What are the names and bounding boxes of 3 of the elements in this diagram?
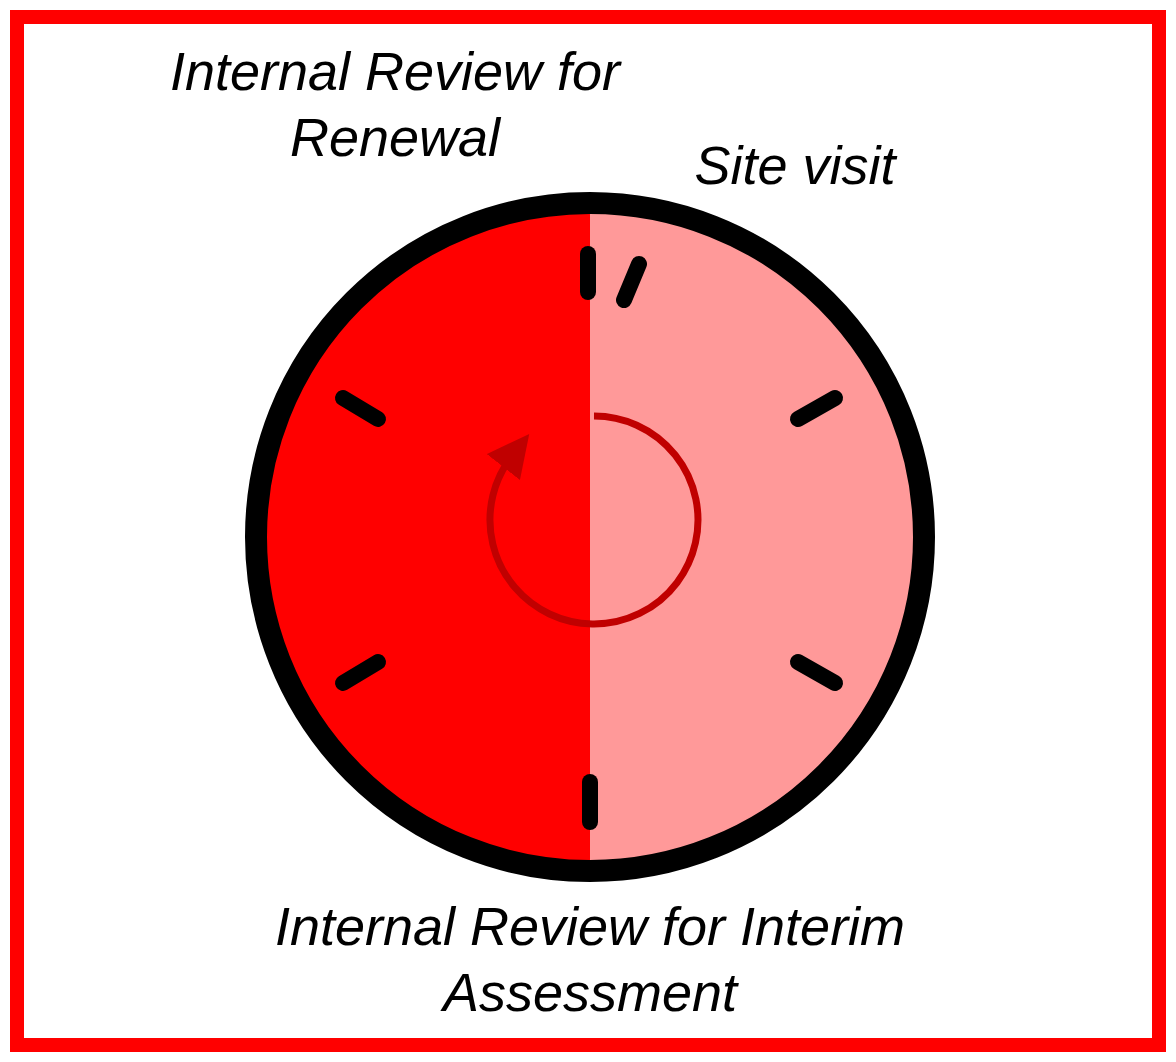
caption-text: Internal Review for Interim Assessment [273, 895, 907, 1024]
caption-text: Site visit [693, 134, 899, 197]
caption-text: Internal Review for Renewal [168, 40, 623, 169]
